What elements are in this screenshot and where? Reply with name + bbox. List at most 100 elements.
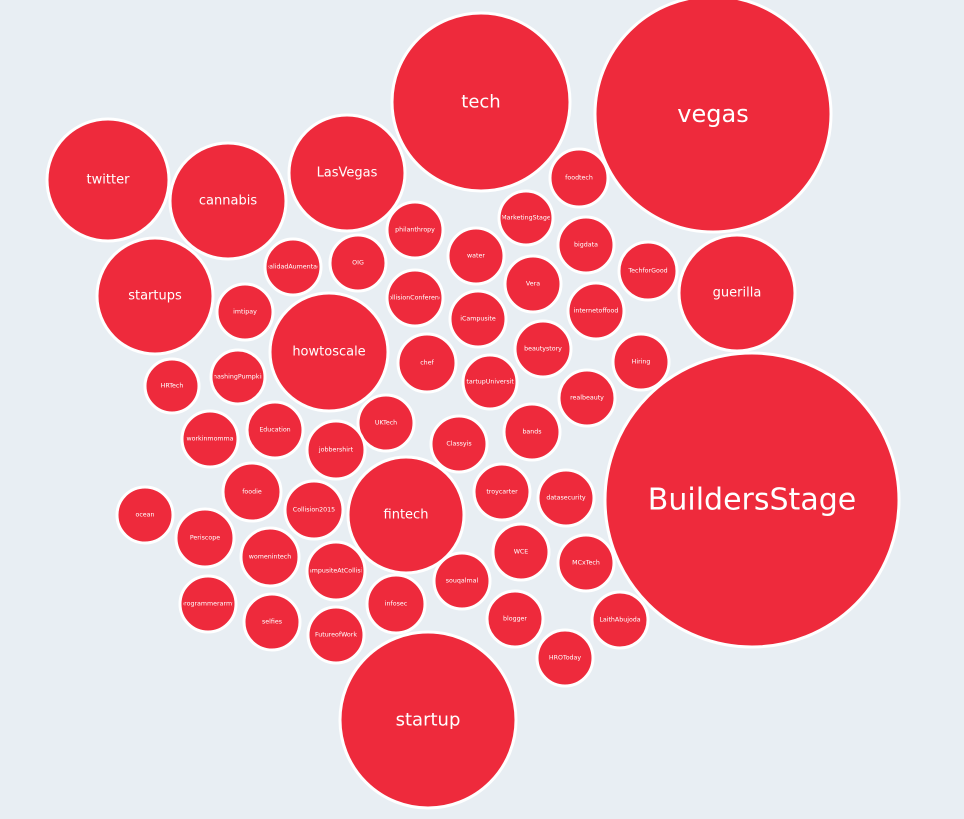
bubble-circle-jobbershirt[interactable] [305, 419, 367, 481]
bubble-circle-tech[interactable] [390, 11, 572, 193]
bubble-circle-chef[interactable] [396, 332, 458, 394]
bubble-vera[interactable]: Vera [503, 254, 563, 314]
bubble-lasvegas[interactable]: LasVegas [287, 113, 407, 233]
bubble-circle-startups[interactable] [95, 236, 215, 356]
bubble-blogger[interactable]: blogger [485, 589, 545, 649]
bubble-circle-howtoscale[interactable] [268, 291, 390, 413]
bubble-philanthropy[interactable]: philanthropy [385, 200, 445, 260]
bubble-circle-foodie[interactable] [221, 461, 283, 523]
bubble-icampusite[interactable]: iCampusite [448, 289, 508, 349]
bubble-circle-marketingstage[interactable] [497, 189, 555, 247]
bubble-classyis[interactable]: Classyis [429, 414, 489, 474]
bubble-circle-icampusite[interactable] [448, 289, 508, 349]
bubble-circle-hrotoday[interactable] [535, 628, 595, 688]
bubble-bands[interactable]: bands [502, 402, 562, 462]
bubble-startupuniversity[interactable]: StartupUniversity [461, 353, 519, 411]
bubble-circle-education[interactable] [245, 400, 305, 460]
bubble-circle-vera[interactable] [503, 254, 563, 314]
bubble-circle-collisionconference[interactable] [385, 268, 445, 328]
bubble-circle-guerilla[interactable] [677, 233, 797, 353]
bubble-circle-collision2015[interactable] [283, 479, 345, 541]
bubble-imtipay[interactable]: imtipay [215, 282, 275, 342]
bubble-circle-realbeauty[interactable] [557, 368, 617, 428]
bubble-ocean[interactable]: ocean [115, 485, 175, 545]
bubble-chef[interactable]: chef [396, 332, 458, 394]
bubble-workinmomma[interactable]: workinmomma [180, 409, 240, 469]
bubble-circle-startupuniversity[interactable] [461, 353, 519, 411]
bubble-mcxtech[interactable]: MCxTech [556, 533, 616, 593]
bubble-circle-hiring[interactable] [611, 332, 671, 392]
bubble-marketingstage[interactable]: MarketingStage [497, 189, 555, 247]
bubble-circle-lasvegas[interactable] [287, 113, 407, 233]
bubble-wce[interactable]: WCE [491, 522, 551, 582]
bubble-circle-blogger[interactable] [485, 589, 545, 649]
bubble-circle-icampusiteatcollision[interactable] [305, 540, 367, 602]
bubble-startup[interactable]: startup [338, 630, 518, 810]
bubble-internetoffood[interactable]: internetoffood [566, 281, 626, 341]
bubble-smashingpumpkins[interactable]: smashingPumpkins [208, 348, 269, 406]
bubble-circle-cannabis[interactable] [168, 141, 288, 261]
bubble-techforgood[interactable]: TechforGood [617, 240, 679, 302]
bubble-water[interactable]: water [446, 226, 506, 286]
bubble-troycarter[interactable]: troycarter [472, 462, 532, 522]
bubble-hrtech[interactable]: HRTech [143, 357, 201, 415]
bubble-circle-startup[interactable] [338, 630, 518, 810]
bubble-circle-internetoffood[interactable] [566, 281, 626, 341]
bubble-circle-periscope[interactable] [174, 507, 236, 569]
bubble-circle-troycarter[interactable] [472, 462, 532, 522]
bubble-circle-bands[interactable] [502, 402, 562, 462]
bubble-startups[interactable]: startups [95, 236, 215, 356]
bubble-circle-techforgood[interactable] [617, 240, 679, 302]
bubble-periscope[interactable]: Periscope [174, 507, 236, 569]
bubble-circle-water[interactable] [446, 226, 506, 286]
bubble-circle-wce[interactable] [491, 522, 551, 582]
bubble-infosec[interactable]: infosec [365, 573, 427, 635]
bubble-uktech[interactable]: UKTech [356, 393, 416, 453]
bubble-selfies[interactable]: selfies [242, 592, 302, 652]
bubble-circle-twitter[interactable] [45, 117, 171, 243]
bubble-circle-smashingpumpkins[interactable] [209, 348, 267, 406]
bubble-collision2015[interactable]: Collision2015 [283, 479, 345, 541]
bubble-circle-fintech[interactable] [346, 455, 466, 575]
bubble-circle-beautystory[interactable] [513, 319, 573, 379]
bubble-datasecurity[interactable]: datasecurity [536, 468, 596, 528]
bubble-twitter[interactable]: twitter [45, 117, 171, 243]
bubble-circle-imtipay[interactable] [215, 282, 275, 342]
bubble-beautystory[interactable]: beautystory [513, 319, 573, 379]
bubble-circle-hrtech[interactable] [143, 357, 201, 415]
bubble-circle-programmerarmy[interactable] [178, 574, 238, 634]
bubble-circle-souqalmal[interactable] [432, 551, 492, 611]
bubble-circle-vegas[interactable] [593, 0, 833, 234]
bubble-womenintech[interactable]: womenintech [239, 526, 301, 588]
bubble-foodtech[interactable]: foodtech [548, 147, 610, 209]
bubble-souqalmal[interactable]: souqalmal [432, 551, 492, 611]
bubble-guerilla[interactable]: guerilla [677, 233, 797, 353]
bubble-programmerarmy[interactable]: programmerarmy [178, 574, 238, 634]
bubble-circle-datasecurity[interactable] [536, 468, 596, 528]
bubble-hrotoday[interactable]: HROToday [535, 628, 595, 688]
bubble-circle-infosec[interactable] [365, 573, 427, 635]
bubble-jobbershirt[interactable]: jobbershirt [305, 419, 367, 481]
bubble-collisionconference[interactable]: CollisionConference [384, 268, 446, 328]
bubble-tech[interactable]: tech [390, 11, 572, 193]
bubble-circle-uktech[interactable] [356, 393, 416, 453]
bubble-circle-classyis[interactable] [429, 414, 489, 474]
bubble-circle-laithabujoda[interactable] [590, 590, 650, 650]
bubble-circle-philanthropy[interactable] [385, 200, 445, 260]
bubble-cannabis[interactable]: cannabis [168, 141, 288, 261]
bubble-circle-womenintech[interactable] [239, 526, 301, 588]
bubble-circle-oig[interactable] [328, 233, 388, 293]
bubble-vegas[interactable]: vegas [593, 0, 833, 234]
bubble-circle-selfies[interactable] [242, 592, 302, 652]
bubble-circle-workinmomma[interactable] [180, 409, 240, 469]
bubble-circle-bigdata[interactable] [556, 215, 616, 275]
bubble-circle-realidadaumentada[interactable] [263, 237, 323, 297]
bubble-education[interactable]: Education [245, 400, 305, 460]
bubble-hiring[interactable]: Hiring [611, 332, 671, 392]
bubble-fintech[interactable]: fintech [346, 455, 466, 575]
bubble-realidadaumentada[interactable]: RealidadAumentada [261, 237, 325, 297]
bubble-circle-ocean[interactable] [115, 485, 175, 545]
bubble-laithabujoda[interactable]: LaithAbujoda [590, 590, 650, 650]
bubble-futureofwork[interactable]: FutureofWork [306, 605, 366, 665]
bubble-foodie[interactable]: foodie [221, 461, 283, 523]
